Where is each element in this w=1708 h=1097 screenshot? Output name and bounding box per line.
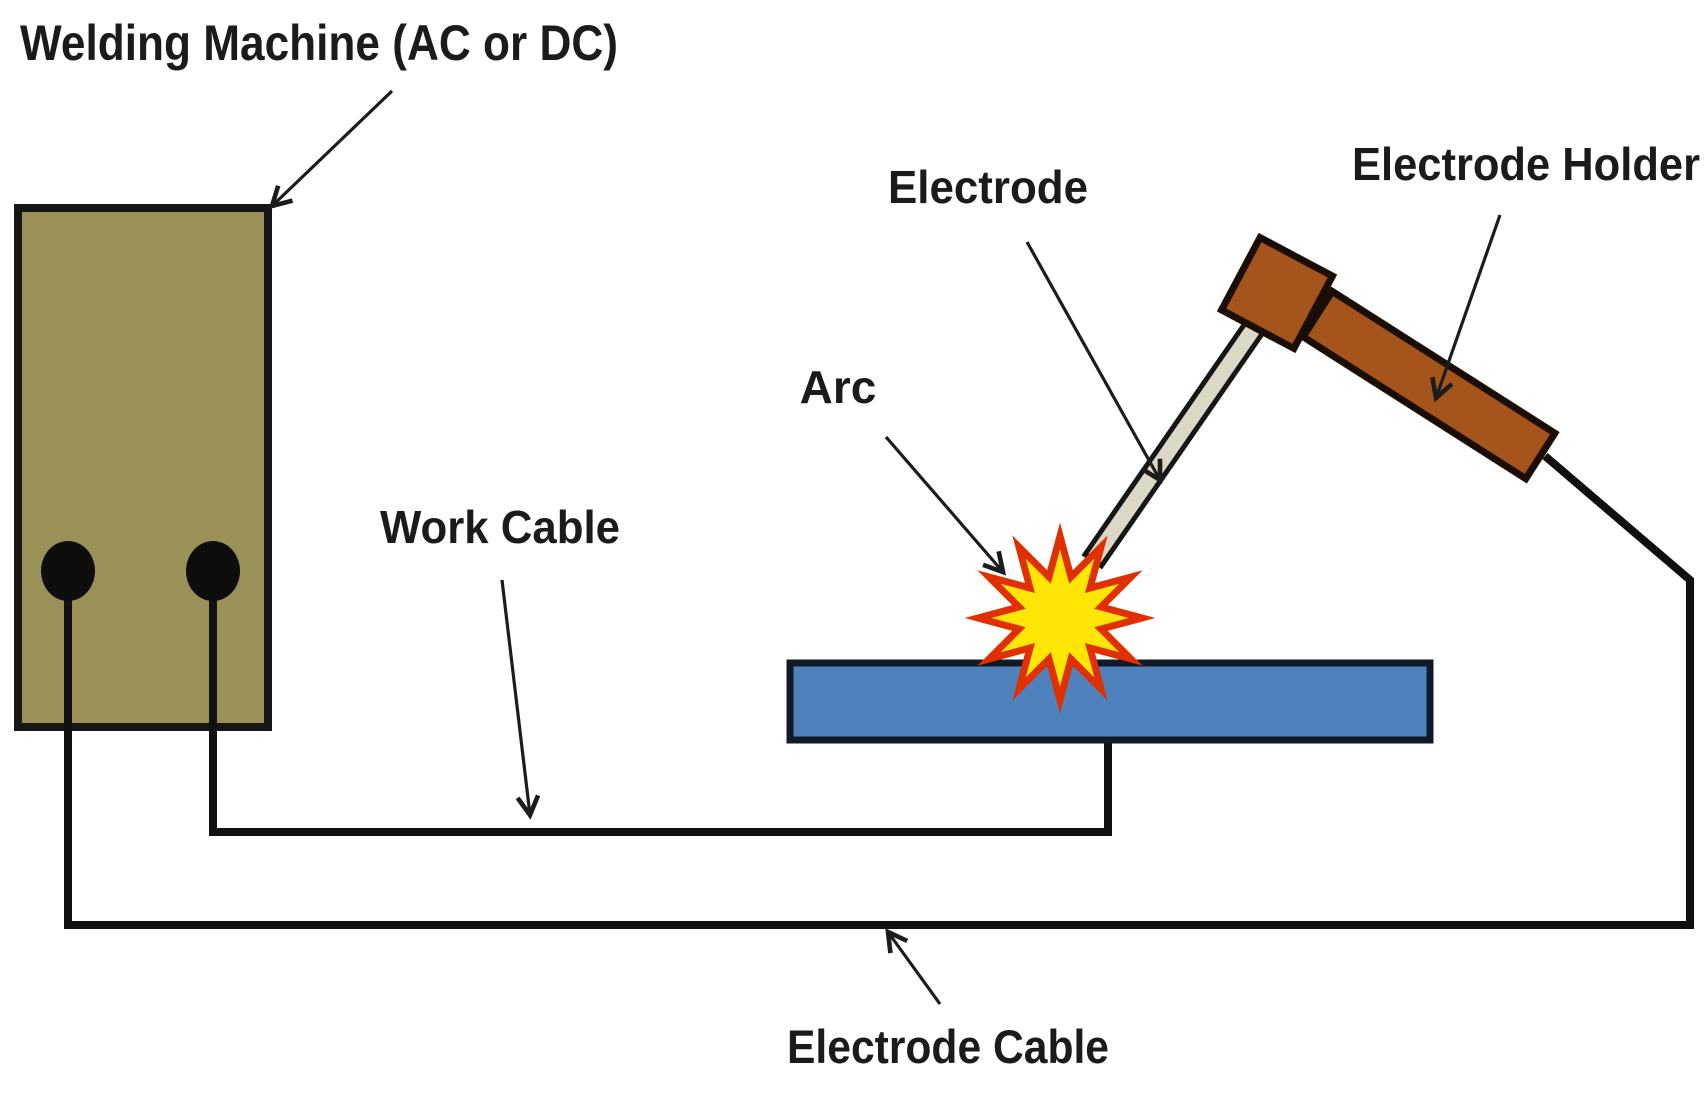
machine-terminal-left bbox=[41, 541, 95, 601]
work-cable-line bbox=[209, 572, 1112, 836]
workpiece-plate bbox=[786, 659, 1434, 744]
arrow-electrode bbox=[1025, 241, 1160, 480]
arrow-electrode-cable bbox=[888, 932, 942, 1005]
label-arc: Arc bbox=[800, 361, 877, 413]
label-electrode-cable: Electrode Cable bbox=[787, 1020, 1109, 1073]
arc-spark-starburst bbox=[964, 522, 1156, 714]
label-electrode: Electrode bbox=[888, 161, 1088, 213]
welding-machine-body bbox=[14, 204, 272, 731]
label-welding-machine: Welding Machine (AC or DC) bbox=[20, 15, 618, 71]
machine-terminal-right bbox=[186, 541, 240, 601]
label-work-cable: Work Cable bbox=[380, 501, 620, 553]
electrode-holder-clamp bbox=[1216, 232, 1338, 354]
arrow-welding-machine bbox=[272, 89, 394, 206]
electrode-cable-line bbox=[64, 452, 1694, 929]
label-electrode-holder: Electrode Holder bbox=[1352, 138, 1700, 190]
arrow-electrode-holder bbox=[1436, 214, 1502, 398]
arrow-arc bbox=[884, 435, 1003, 572]
electrode-holder-handle bbox=[1298, 286, 1560, 484]
arrow-work-cable bbox=[500, 579, 530, 815]
